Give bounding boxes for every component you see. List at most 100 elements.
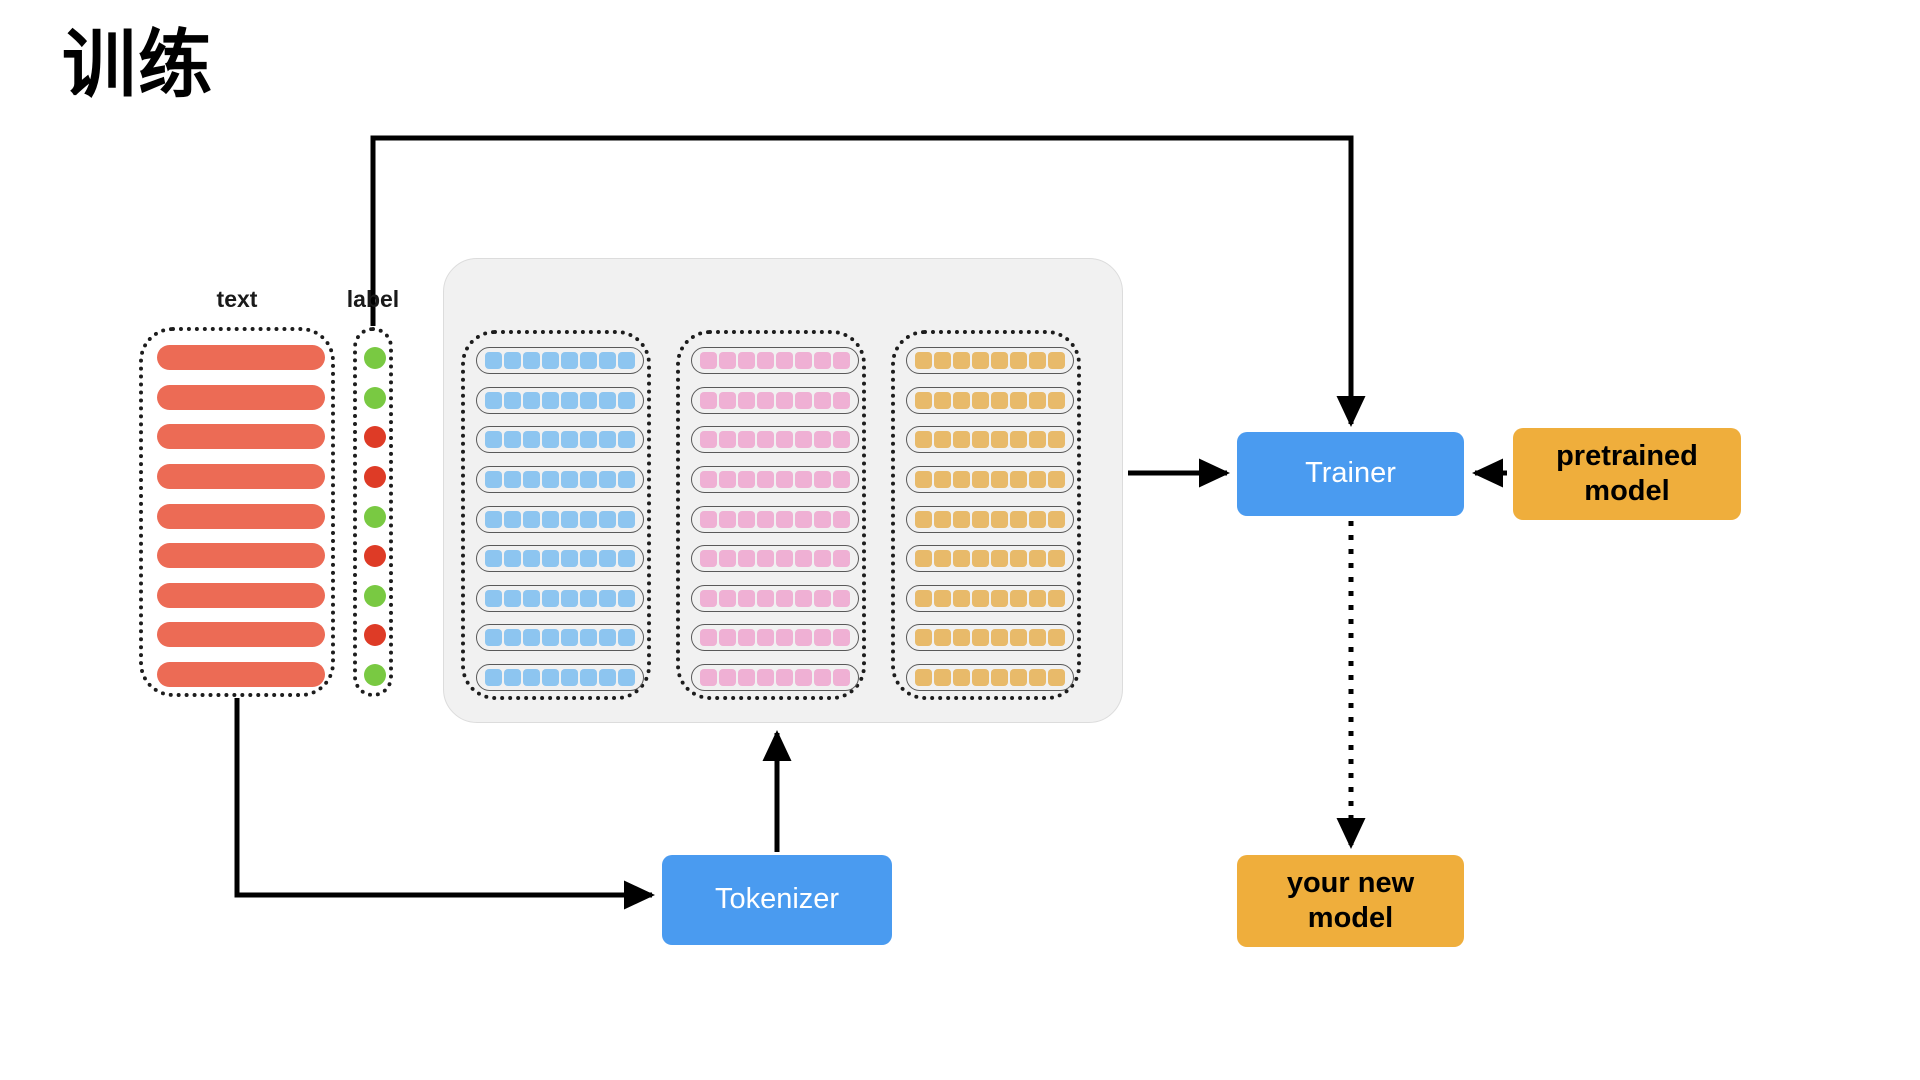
token-cell (719, 669, 736, 686)
token-cell (561, 550, 578, 568)
token-cell (561, 510, 578, 528)
token-cell (719, 391, 736, 409)
token-cell (738, 589, 755, 607)
token-cell (599, 550, 616, 568)
token-row (691, 426, 859, 454)
text-bar (157, 543, 325, 569)
token-row (476, 664, 644, 691)
token-cell (991, 510, 1008, 528)
token-row (906, 664, 1074, 691)
token-cell (757, 352, 774, 369)
new-model-box[interactable]: your new model (1237, 855, 1464, 947)
token-cell (504, 589, 521, 607)
token-cell (757, 589, 774, 607)
token-cell (700, 589, 717, 607)
token-row (476, 584, 644, 612)
token-cell (580, 391, 597, 409)
token-cell (700, 629, 717, 647)
token-cell (795, 629, 812, 647)
trainer-box[interactable]: Trainer (1237, 432, 1464, 516)
token-cell (485, 589, 502, 607)
token-cell (991, 391, 1008, 409)
token-cell (833, 510, 850, 528)
token-cell (504, 550, 521, 568)
token-cell (738, 669, 755, 686)
text-column-group (139, 327, 335, 697)
token-cell (738, 629, 755, 647)
token-cell (915, 629, 932, 647)
pretrained-model-box[interactable]: pretrained model (1513, 428, 1741, 520)
token-cell (915, 589, 932, 607)
token-cell (795, 431, 812, 449)
token-cell (953, 550, 970, 568)
token-row (476, 624, 644, 652)
token-cell (814, 510, 831, 528)
token-cell (1048, 431, 1065, 449)
token-cell (972, 589, 989, 607)
token-cell (1048, 669, 1065, 686)
token-cell (953, 629, 970, 647)
token-cell (934, 629, 951, 647)
token-cell (618, 550, 635, 568)
token-cell (523, 629, 540, 647)
token-cell (991, 550, 1008, 568)
text-bar (157, 582, 325, 608)
token-cell (915, 391, 932, 409)
token-cell (934, 352, 951, 369)
token-cell (1029, 470, 1046, 488)
token-cell (757, 550, 774, 568)
label-dot-negative (364, 545, 386, 568)
token-cell (523, 391, 540, 409)
token-cell (1010, 629, 1027, 647)
token-cell (618, 431, 635, 449)
token-cell (776, 589, 793, 607)
token-row (906, 426, 1074, 454)
token-cell (814, 352, 831, 369)
token-cell (991, 589, 1008, 607)
text-bar (157, 622, 325, 648)
token-cell (972, 352, 989, 369)
token-cell (504, 669, 521, 686)
token-cell (757, 391, 774, 409)
token-cell (561, 431, 578, 449)
token-cell (618, 669, 635, 686)
token-row (691, 347, 859, 374)
token-cell (719, 589, 736, 607)
token-cell (991, 629, 1008, 647)
token-cell (1010, 510, 1027, 528)
token-cell (833, 470, 850, 488)
token-cell (972, 470, 989, 488)
token-cell (618, 352, 635, 369)
pretrained-model-line1: pretrained (1556, 439, 1698, 472)
label-dot-positive (364, 664, 386, 686)
token-cell (1048, 589, 1065, 607)
token-cell (700, 550, 717, 568)
token-cell (934, 550, 951, 568)
token-cell (833, 550, 850, 568)
caption-text: text (216, 286, 258, 312)
token-cell (523, 669, 540, 686)
token-cell (738, 352, 755, 369)
token-cell (953, 470, 970, 488)
token-cell (599, 391, 616, 409)
attention-mask-column-group (891, 330, 1081, 700)
token-cell (972, 391, 989, 409)
token-cell (1029, 629, 1046, 647)
token-cell (618, 470, 635, 488)
token-cell (618, 391, 635, 409)
token-cell (934, 391, 951, 409)
token-cell (972, 669, 989, 686)
token-cell (953, 431, 970, 449)
token-cell (757, 510, 774, 528)
token-row (906, 584, 1074, 612)
token-cell (738, 391, 755, 409)
token-cell (972, 629, 989, 647)
token-cell (700, 391, 717, 409)
tokenizer-box[interactable]: Tokenizer (662, 855, 892, 945)
token-cell (795, 589, 812, 607)
token-cell (561, 589, 578, 607)
token-cell (504, 629, 521, 647)
token-cell (972, 431, 989, 449)
token-cell (523, 470, 540, 488)
